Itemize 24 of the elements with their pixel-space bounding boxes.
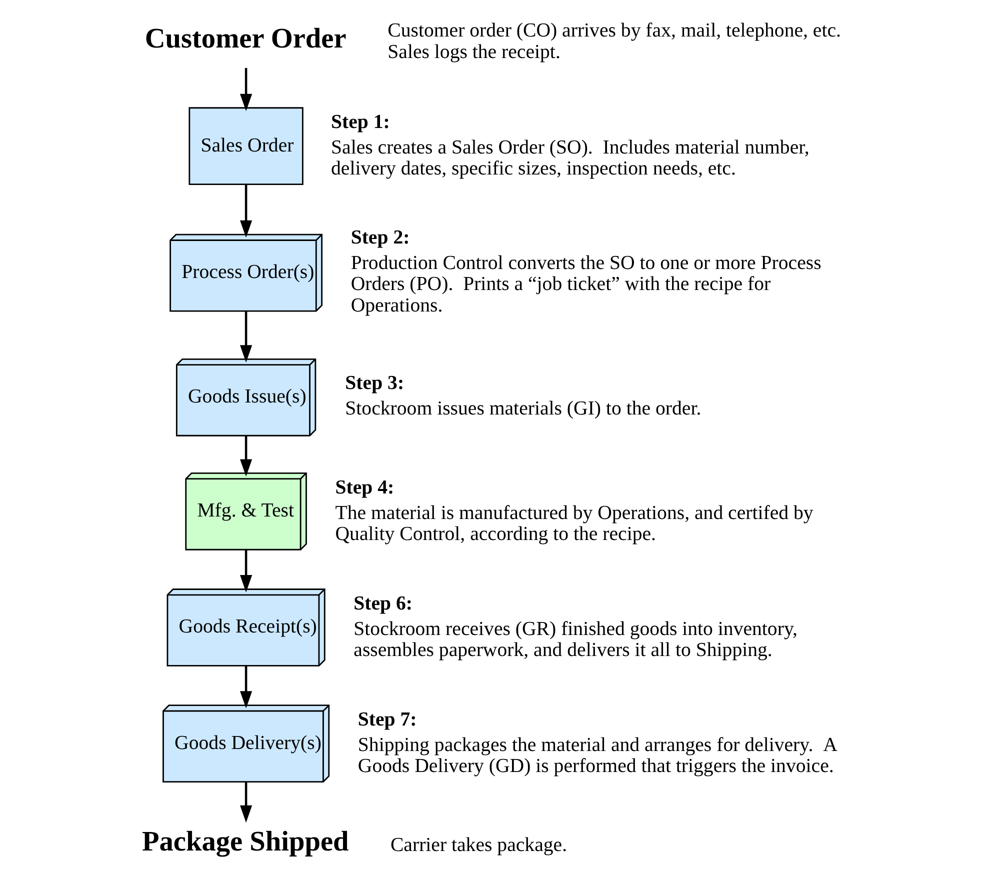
node-label: Stockroom issues materials (GI) to the order. bbox=[345, 398, 702, 420]
node-label: Production Control converts the SO to one or more Process Orders (PO). Prints a “job ticket” with the recipe for Operations. bbox=[350, 252, 822, 316]
node-box: Sales Order bbox=[188, 107, 304, 186]
arrow bbox=[240, 666, 252, 708]
node-text: Package Shipped bbox=[142, 826, 349, 858]
arrow bbox=[240, 550, 252, 592]
node-text: Customer Order bbox=[144, 24, 346, 55]
node-label: Step 1: bbox=[331, 110, 390, 133]
arrow bbox=[240, 436, 252, 477]
node-label: Stockroom receives (GR) finished goods into inventory, assembles paperwork, and delivers it all to Shipping. bbox=[354, 618, 798, 662]
node-label: Step 3: bbox=[345, 372, 404, 394]
arrow bbox=[240, 184, 252, 238]
node-label: Shipping packages the material and arranges for delivery. A Goods Delivery (GD) is performed that triggers the invoice. bbox=[358, 734, 838, 778]
node-label: Sales creates a Sales Order (SO). Includes material number, delivery dates, specific sizes, inspection needs, etc. bbox=[331, 136, 810, 180]
node-label: Step 7: bbox=[358, 708, 417, 730]
node-label: Step 4: bbox=[335, 476, 394, 498]
node-label: Carrier takes package. bbox=[390, 834, 568, 856]
arrow bbox=[240, 782, 252, 823]
node-label: Customer order (CO) arrives by fax, mail, telephone, etc. Sales logs the receipt. bbox=[388, 20, 841, 63]
arrow bbox=[240, 68, 252, 112]
node-label: Step 6: bbox=[354, 592, 413, 614]
node-label: The material is manufactured by Operations, and certifed by Quality Control, according to the recipe. bbox=[335, 502, 814, 545]
arrow bbox=[240, 311, 252, 362]
node-label: Step 2: bbox=[350, 226, 410, 248]
